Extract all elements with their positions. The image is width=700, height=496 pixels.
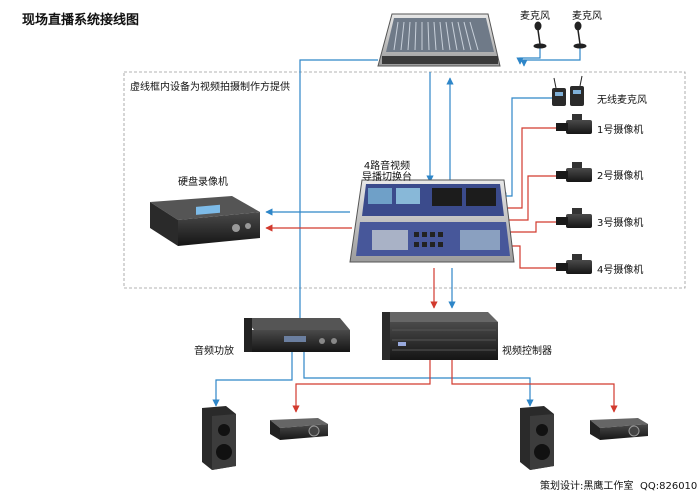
video-controller-label: 视频控制器	[502, 346, 552, 357]
camera-3	[556, 208, 592, 228]
wireless-mic-label: 无线麦克风	[597, 95, 647, 106]
switcher-label-line2: 导播切换台	[362, 172, 412, 183]
camera-2	[556, 162, 592, 182]
projector-left	[270, 418, 328, 440]
video-lines	[265, 127, 618, 413]
camera-1-label: 1号摄像机	[597, 125, 644, 136]
wireless-microphone	[552, 75, 584, 106]
amplifier-label: 音频功放	[194, 346, 234, 357]
switcher-label-line1: 4路音视频	[363, 161, 411, 172]
mic-1-label: 麦克风	[520, 11, 550, 22]
speaker-right	[520, 406, 554, 470]
projector-right	[590, 418, 648, 440]
camera-1	[556, 114, 592, 134]
provider-note: 虚线框内设备为视频拍摄制作方提供	[130, 82, 290, 93]
audio-amplifier	[244, 318, 350, 352]
footer-qq: QQ:826010	[640, 481, 698, 492]
provider-dashed-box	[123, 71, 686, 289]
speaker-left	[202, 406, 236, 470]
microphone-1	[533, 21, 547, 49]
camera-3-label: 3号摄像机	[597, 218, 644, 229]
camera-4-label: 4号摄像机	[597, 265, 644, 276]
footer-design: 策划设计:黑鹰工作室	[540, 481, 634, 492]
camera-2-label: 2号摄像机	[597, 171, 644, 182]
page-title: 现场直播系统接线图	[22, 13, 140, 28]
hdd-recorder-label: 硬盘录像机	[178, 177, 228, 188]
video-controller-device	[382, 312, 498, 360]
camera-4	[556, 254, 592, 274]
av-switcher	[349, 179, 515, 263]
mic-2-label: 麦克风	[572, 11, 602, 22]
audio-mixer	[377, 13, 501, 67]
microphone-2	[573, 21, 587, 49]
hdd-recorder	[150, 196, 260, 246]
